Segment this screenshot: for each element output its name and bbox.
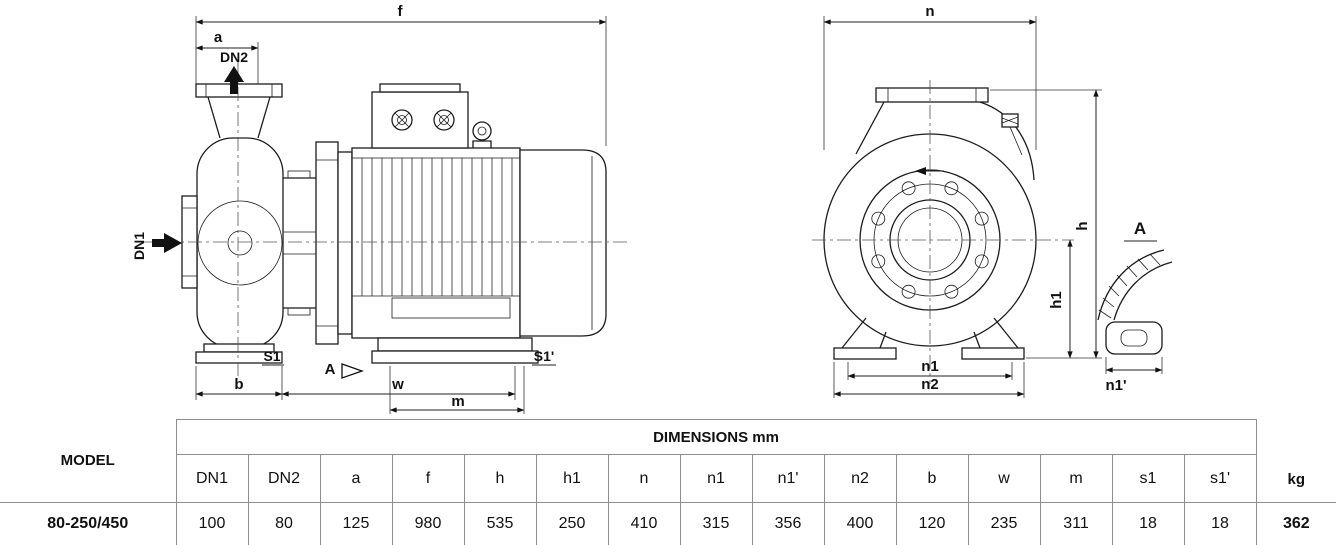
dim-label-m: m xyxy=(451,393,464,410)
motor-flange xyxy=(315,141,353,345)
pump-casing xyxy=(196,137,284,349)
dn1-flow-arrow-icon xyxy=(152,233,182,253)
dimension-h1: h1 xyxy=(1048,239,1073,359)
table-row: 80-250/450 100 80 125 980 535 250 410 31… xyxy=(0,502,1336,545)
col-header-m: m xyxy=(1039,454,1113,503)
dim-label-n: n xyxy=(925,3,934,20)
value-kg: 362 xyxy=(1255,502,1336,545)
view-a-arrow-icon xyxy=(341,363,364,379)
dimension-n: n xyxy=(823,3,1037,150)
dim-label-n1-prime: n1' xyxy=(1105,377,1126,394)
value-n1p: 356 xyxy=(751,502,825,545)
value-n: 410 xyxy=(607,502,681,545)
col-header-s1p: s1' xyxy=(1183,454,1257,503)
value-m: 311 xyxy=(1039,502,1113,545)
vent-plug xyxy=(1001,113,1023,156)
lifting-eye xyxy=(472,121,492,148)
col-header-h: h xyxy=(463,454,537,503)
col-header-dn1: DN1 xyxy=(175,454,249,503)
dimension-f: f xyxy=(195,3,607,146)
value-b: 120 xyxy=(895,502,969,545)
col-header-s1: s1 xyxy=(1111,454,1185,503)
dim-label-w: w xyxy=(391,376,404,393)
value-w: 235 xyxy=(967,502,1041,545)
value-n1: 315 xyxy=(679,502,753,545)
model-header: MODEL xyxy=(0,419,177,503)
col-header-a: a xyxy=(319,454,393,503)
dim-label-n1: n1 xyxy=(921,358,939,375)
col-header-n: n xyxy=(607,454,681,503)
dimension-n1: n1 xyxy=(847,358,1013,380)
value-model: 80-250/450 xyxy=(0,502,177,545)
dimension-n1-prime: n1' xyxy=(1105,357,1163,394)
label-s1: S1 xyxy=(263,348,280,364)
dimension-h: h xyxy=(990,89,1102,359)
fan-cover xyxy=(519,149,607,337)
kg-header: kg xyxy=(1255,419,1336,503)
bearing-bracket xyxy=(283,170,316,316)
view-a-label: A xyxy=(325,361,336,378)
detail-view-a: A n1' xyxy=(1097,219,1173,394)
col-header-n1p: n1' xyxy=(751,454,825,503)
dimensions-table: MODEL DIMENSIONS mm kg DN1 DN2 a f h h1 … xyxy=(0,419,1336,545)
drawing-area: DN2 DN1 f a S1 xyxy=(131,3,1173,414)
col-header-w: w xyxy=(967,454,1041,503)
value-dn1: 100 xyxy=(175,502,249,545)
terminal-box xyxy=(371,83,469,149)
value-f: 980 xyxy=(391,502,465,545)
detail-a-title: A xyxy=(1134,219,1146,238)
motor-body xyxy=(351,147,521,339)
value-a: 125 xyxy=(319,502,393,545)
col-header-n1: n1 xyxy=(679,454,753,503)
pump-feet xyxy=(195,337,539,364)
pump-front-view: n h h1 n1 xyxy=(812,3,1102,398)
value-h: 535 xyxy=(463,502,537,545)
col-header-h1: h1 xyxy=(535,454,609,503)
flange-bolts xyxy=(871,181,989,299)
dn2-flow-arrow-icon xyxy=(224,66,244,94)
dim-label-dn2: DN2 xyxy=(220,49,248,65)
dimension-b-w-m: b w m xyxy=(195,366,525,414)
value-n2: 400 xyxy=(823,502,897,545)
pump-technical-drawing: DN2 DN1 f a S1 xyxy=(131,3,1173,414)
col-header-f: f xyxy=(391,454,465,503)
pump-side-view: DN2 DN1 f a S1 xyxy=(131,3,628,414)
dim-label-f: f xyxy=(398,3,404,20)
value-h1: 250 xyxy=(535,502,609,545)
value-s1: 18 xyxy=(1111,502,1185,545)
label-s1-prime: S1' xyxy=(534,348,554,364)
dimensions-group-header: DIMENSIONS mm xyxy=(175,419,1257,455)
discharge-flange xyxy=(195,83,283,139)
value-dn2: 80 xyxy=(247,502,321,545)
value-s1p: 18 xyxy=(1183,502,1257,545)
col-header-n2: n2 xyxy=(823,454,897,503)
col-header-b: b xyxy=(895,454,969,503)
col-header-dn2: DN2 xyxy=(247,454,321,503)
rotation-arrow-icon xyxy=(915,167,944,175)
dim-label-a: a xyxy=(214,29,223,46)
dim-label-n2: n2 xyxy=(921,376,939,393)
detail-foot xyxy=(1105,321,1163,355)
dim-label-b: b xyxy=(234,376,243,393)
dim-label-h: h xyxy=(1074,221,1091,230)
dimension-a: a xyxy=(195,29,259,84)
detail-casing-wall xyxy=(1097,249,1173,321)
dim-label-dn1: DN1 xyxy=(131,232,147,260)
front-feet xyxy=(833,317,1025,360)
dimension-n2: n2 xyxy=(833,362,1025,398)
dim-label-h1: h1 xyxy=(1048,291,1065,309)
